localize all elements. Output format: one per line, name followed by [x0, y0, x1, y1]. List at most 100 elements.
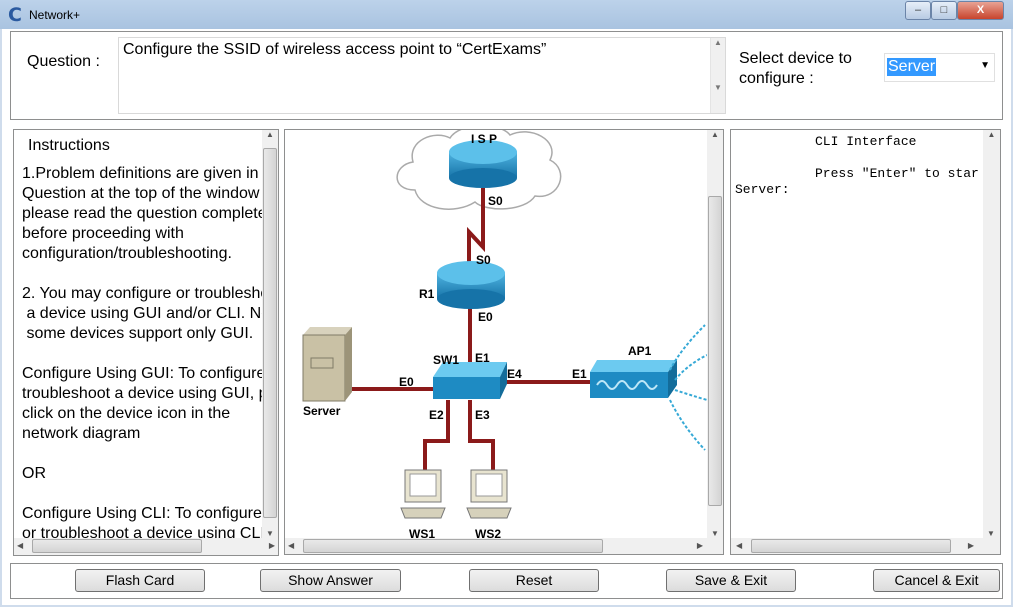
- question-textbox[interactable]: Configure the SSID of wireless access po…: [118, 37, 726, 114]
- device-select-value: Server: [887, 58, 937, 76]
- scroll-right-icon[interactable]: ▶: [696, 541, 703, 550]
- server-e0-label: E0: [399, 375, 414, 389]
- instruction-line: troubleshoot a device using GUI, p: [22, 385, 262, 402]
- scroll-left-icon[interactable]: ◀: [17, 541, 24, 550]
- r1-router-icon[interactable]: [437, 261, 505, 309]
- sw1-e2-label: E2: [429, 408, 444, 422]
- cancel-exit-button[interactable]: Cancel & Exit: [873, 569, 1000, 592]
- ws2-workstation-icon[interactable]: [466, 469, 512, 519]
- minimize-button[interactable]: ‒: [905, 1, 931, 20]
- instruction-line: [22, 344, 262, 364]
- sw1-e1-label: E1: [475, 351, 490, 365]
- instruction-line: [22, 264, 262, 284]
- cli-panel[interactable]: CLI Interface Press "Enter" to star Serv…: [730, 129, 1001, 555]
- device-select[interactable]: Server ▼: [884, 53, 995, 82]
- network-diagram: I S P S0 S0 R1 E0 SW1 E1 E4 E1 AP1 E0 Se…: [302, 130, 707, 538]
- cli-horizontal-scrollbar[interactable]: ◀ ▶: [731, 538, 1000, 554]
- diagram-horizontal-scrollbar[interactable]: ◀ ▶: [285, 538, 723, 554]
- instruction-line: network diagram: [22, 425, 141, 442]
- wireless-waves-icon: [669, 324, 707, 451]
- sw1-label: SW1: [433, 353, 459, 367]
- instruction-line: please read the question complete: [22, 205, 262, 222]
- instruction-line: some devices support only GUI.: [22, 325, 254, 342]
- ap1-label: AP1: [628, 344, 652, 358]
- instruction-line: 2. You may configure or troublesho: [22, 285, 262, 302]
- isp-router-icon[interactable]: [449, 140, 517, 188]
- instruction-line: click on the device icon in the: [22, 405, 231, 422]
- instruction-line: Configure Using CLI: To configure: [22, 505, 262, 522]
- link-sw1-ws1: [423, 400, 450, 470]
- cli-title: CLI Interface: [815, 134, 917, 149]
- instruction-line: Configure Using GUI: To configure: [22, 365, 262, 382]
- scroll-down-icon[interactable]: ▼: [987, 529, 995, 538]
- scroll-down-icon[interactable]: ▼: [711, 529, 719, 538]
- flash-card-button[interactable]: Flash Card: [75, 569, 205, 592]
- ws1-workstation-icon[interactable]: [400, 469, 446, 519]
- instruction-line: a device using GUI and/or CLI. No: [22, 305, 262, 322]
- reset-button[interactable]: Reset: [469, 569, 599, 592]
- instruction-line: Question at the top of the window: [22, 185, 260, 202]
- server-icon[interactable]: [302, 327, 352, 402]
- question-scrollbar[interactable]: ▲▼: [710, 38, 725, 113]
- chevron-down-icon: ▼: [980, 60, 990, 71]
- scroll-up-icon[interactable]: ▲: [987, 130, 996, 139]
- scroll-right-icon[interactable]: ▶: [967, 541, 974, 550]
- instructions-scroll-thumb[interactable]: [263, 148, 277, 518]
- cli-hint: Press "Enter" to star: [815, 166, 979, 181]
- instructions-panel: Instructions 1.Problem definitions are g…: [13, 129, 279, 556]
- instruction-line: 1.Problem definitions are given in: [22, 165, 259, 182]
- sw1-e4-label: E4: [507, 367, 522, 381]
- close-button[interactable]: X: [957, 1, 1004, 20]
- select-device-label: Select device to configure :: [739, 49, 852, 89]
- diagram-hscroll-thumb[interactable]: [303, 539, 603, 553]
- cli-hscroll-thumb[interactable]: [751, 539, 951, 553]
- instructions-horizontal-scrollbar[interactable]: ◀ ▶: [14, 538, 278, 555]
- link-isp-r1: [467, 188, 485, 275]
- scroll-down-icon[interactable]: ▼: [266, 529, 274, 538]
- select-device-label-line1: Select device to: [739, 50, 852, 67]
- scroll-right-icon[interactable]: ▶: [268, 541, 275, 550]
- diagram-scroll-thumb[interactable]: [708, 196, 722, 506]
- maximize-button[interactable]: □: [931, 1, 957, 20]
- instruction-line: configuration/troubleshooting.: [22, 245, 232, 262]
- links: [351, 188, 591, 470]
- question-panel: [10, 31, 1003, 120]
- scroll-left-icon[interactable]: ◀: [736, 541, 743, 550]
- save-exit-button[interactable]: Save & Exit: [666, 569, 796, 592]
- instructions-vertical-scrollbar[interactable]: ▲ ▼: [262, 130, 278, 538]
- r1-s0-label: S0: [476, 253, 491, 267]
- ap1-access-point-icon[interactable]: [590, 360, 677, 398]
- ap1-e1-label: E1: [572, 367, 587, 381]
- window-title: Network+: [29, 8, 81, 22]
- sw1-switch-icon[interactable]: [433, 362, 507, 399]
- question-text: Configure the SSID of wireless access po…: [123, 41, 547, 58]
- select-device-label-line2: configure :: [739, 70, 814, 87]
- instruction-line: OR: [22, 465, 46, 482]
- ws1-label: WS1: [409, 527, 435, 538]
- instructions-text: 1.Problem definitions are given in Questi…: [22, 164, 262, 544]
- instruction-line: [22, 484, 262, 504]
- isp-s0-label: S0: [488, 194, 503, 208]
- r1-e0-label: E0: [478, 310, 493, 324]
- instruction-line: [22, 444, 262, 464]
- instructions-title: Instructions: [28, 137, 110, 154]
- server-label: Server: [303, 404, 341, 418]
- question-label: Question :: [27, 53, 100, 70]
- scroll-up-icon[interactable]: ▲: [266, 130, 274, 139]
- network-diagram-panel: I S P S0 S0 R1 E0 SW1 E1 E4 E1 AP1 E0 Se…: [284, 129, 724, 555]
- diagram-vertical-scrollbar[interactable]: ▲ ▼: [707, 130, 723, 538]
- cli-vertical-scrollbar[interactable]: ▲ ▼: [983, 130, 1000, 538]
- title-bar: C Network+ ‒ □ X: [0, 0, 1013, 29]
- instruction-line: before proceeding with: [22, 225, 184, 242]
- sw1-e3-label: E3: [475, 408, 490, 422]
- cli-prompt: Server:: [735, 182, 790, 197]
- instruction-line: or troubleshoot a device using CLI: [22, 525, 262, 542]
- r1-label: R1: [419, 287, 435, 301]
- scroll-up-icon[interactable]: ▲: [711, 130, 719, 139]
- ws2-label: WS2: [475, 527, 501, 538]
- instructions-hscroll-thumb[interactable]: [32, 539, 202, 553]
- scroll-left-icon[interactable]: ◀: [288, 541, 295, 550]
- show-answer-button[interactable]: Show Answer: [260, 569, 401, 592]
- link-sw1-ws2: [468, 400, 495, 470]
- app-logo-icon: C: [8, 4, 22, 26]
